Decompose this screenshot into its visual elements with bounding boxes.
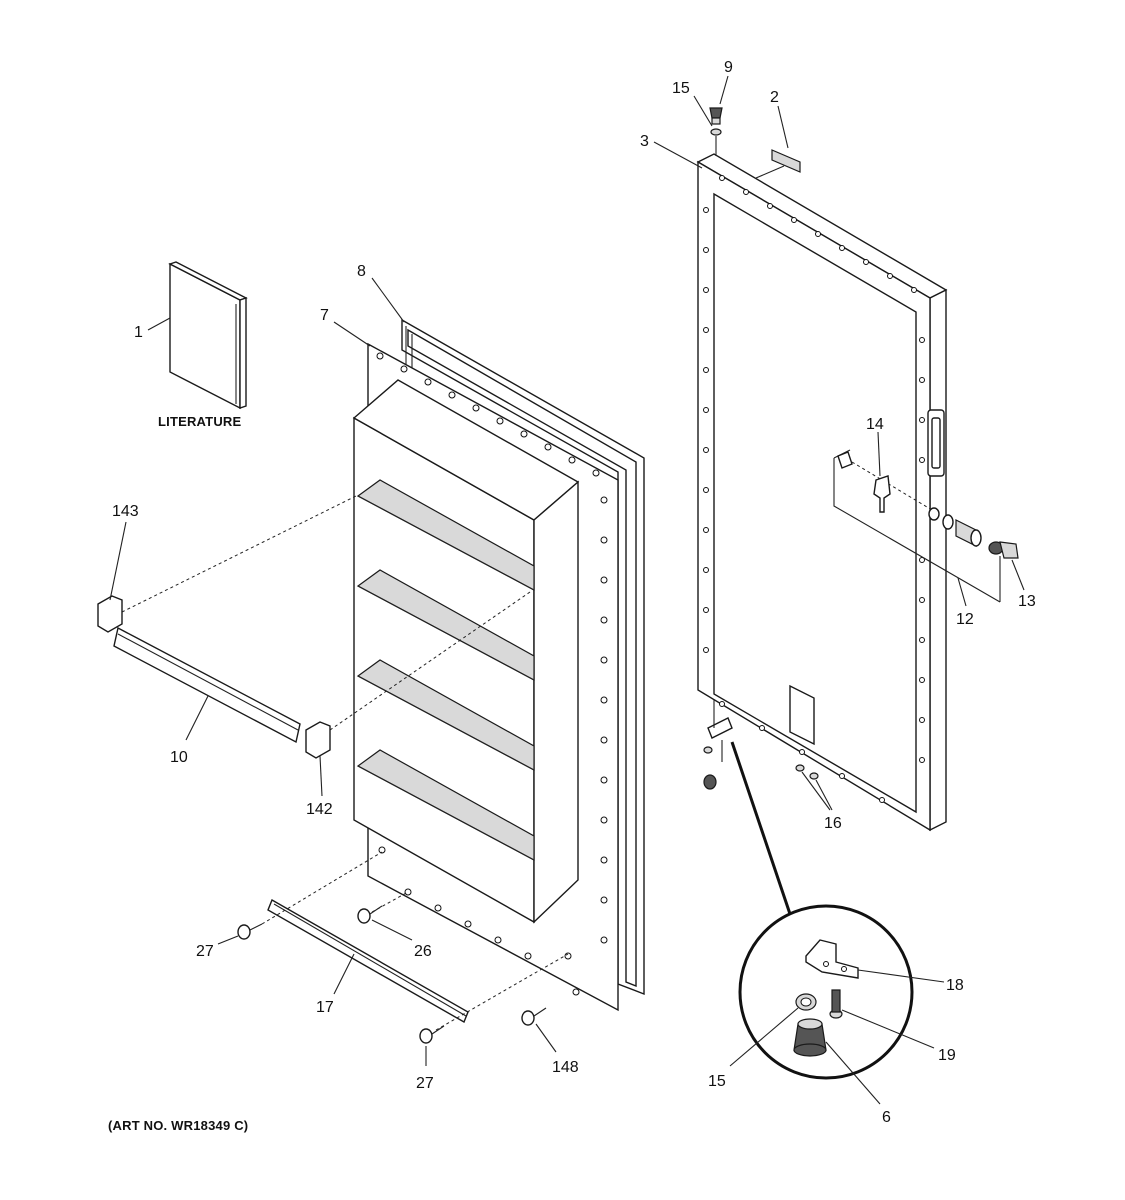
door-shelves bbox=[356, 479, 535, 862]
end-cap-right bbox=[305, 721, 331, 759]
liner-holes bbox=[376, 352, 608, 996]
leader-142 bbox=[319, 755, 323, 797]
callout-15-detail: 15 bbox=[708, 1073, 726, 1090]
callout-26: 26 bbox=[414, 943, 432, 960]
screw-27-lower bbox=[419, 1025, 445, 1044]
screw-detail bbox=[829, 989, 843, 1019]
leader-16a bbox=[801, 771, 831, 811]
end-cap-left bbox=[97, 595, 123, 633]
callout-143: 143 bbox=[112, 503, 139, 520]
callout-15-top: 15 bbox=[672, 80, 690, 97]
leader-143 bbox=[109, 521, 127, 601]
leader-14 bbox=[877, 431, 881, 477]
leader-7 bbox=[333, 321, 371, 347]
leader-19 bbox=[841, 1009, 935, 1049]
callout-19: 19 bbox=[938, 1047, 956, 1064]
callout-3: 3 bbox=[640, 133, 649, 150]
callout-8: 8 bbox=[357, 263, 366, 280]
callout-10: 10 bbox=[170, 749, 188, 766]
callout-148: 148 bbox=[552, 1059, 579, 1076]
leader-17 bbox=[333, 953, 355, 995]
lock-cylinder bbox=[928, 507, 1019, 559]
leader-13 bbox=[1011, 559, 1025, 591]
callout-27-upper: 27 bbox=[196, 943, 214, 960]
assembly-line-143 bbox=[121, 495, 357, 613]
assembly-line-27-lower bbox=[435, 953, 569, 1031]
callout-14: 14 bbox=[866, 416, 884, 433]
bottom-hinge-small bbox=[703, 700, 733, 790]
screw-148 bbox=[521, 1007, 547, 1026]
outer-door-panel bbox=[696, 153, 948, 832]
rating-label bbox=[771, 149, 801, 173]
bottom-trim bbox=[267, 898, 469, 1024]
lock-cam bbox=[873, 475, 891, 513]
callout-12: 12 bbox=[956, 611, 974, 628]
callout-27-lower: 27 bbox=[416, 1075, 434, 1092]
callout-142: 142 bbox=[306, 801, 333, 818]
leader-26 bbox=[371, 919, 413, 941]
door-washers bbox=[795, 764, 819, 780]
leader-148 bbox=[535, 1023, 557, 1053]
washer-detail bbox=[795, 993, 817, 1011]
literature-label: LITERATURE bbox=[158, 414, 241, 429]
detail-circle bbox=[738, 904, 914, 1080]
hinge-pin-top bbox=[709, 107, 723, 125]
inner-door-liner bbox=[352, 342, 619, 1012]
callout-13: 13 bbox=[1018, 593, 1036, 610]
assembly-line-27-upper bbox=[261, 851, 383, 925]
leader-8 bbox=[371, 277, 405, 323]
assembly-line-142 bbox=[329, 591, 531, 731]
leader-27-upper bbox=[217, 935, 239, 945]
art-number-label: (ART NO. WR18349 C) bbox=[108, 1118, 248, 1133]
callout-16: 16 bbox=[824, 815, 842, 832]
leader-9 bbox=[719, 75, 729, 105]
screw-27-upper bbox=[237, 923, 263, 940]
callout-6: 6 bbox=[882, 1109, 891, 1126]
detail-pointer bbox=[730, 741, 792, 915]
callout-18: 18 bbox=[946, 977, 964, 994]
leader-1 bbox=[147, 317, 171, 331]
callout-7: 7 bbox=[320, 307, 329, 324]
label-2-connector bbox=[755, 165, 785, 179]
leader-16b bbox=[815, 779, 833, 811]
leader-15-top bbox=[693, 95, 713, 127]
screw-26 bbox=[357, 905, 383, 924]
leader-2 bbox=[777, 105, 789, 149]
callout-9: 9 bbox=[724, 59, 733, 76]
callout-1: 1 bbox=[134, 324, 143, 341]
literature-booklet bbox=[168, 261, 248, 410]
leader-18 bbox=[857, 969, 945, 983]
shelf-bar bbox=[113, 626, 301, 744]
washer-top bbox=[710, 128, 722, 136]
outer-door-holes bbox=[703, 175, 925, 803]
leader-3 bbox=[653, 141, 703, 169]
leveling-leg-detail bbox=[793, 1018, 827, 1057]
leader-15-detail bbox=[729, 1007, 799, 1067]
callout-17: 17 bbox=[316, 999, 334, 1016]
leader-10 bbox=[185, 695, 209, 741]
leader-6 bbox=[825, 1041, 881, 1105]
callout-2: 2 bbox=[770, 89, 779, 106]
lock-bracket bbox=[833, 449, 1001, 603]
hinge-bracket-detail bbox=[805, 939, 859, 979]
leader-12 bbox=[957, 577, 967, 607]
